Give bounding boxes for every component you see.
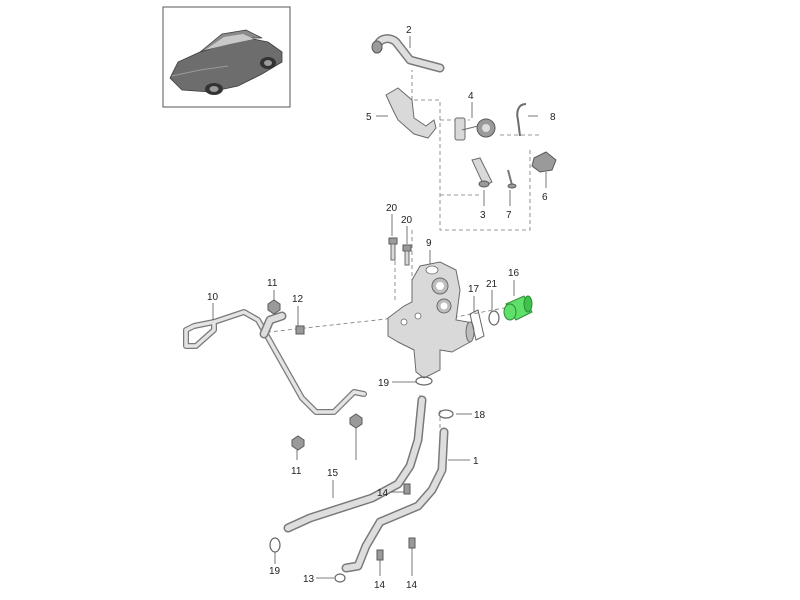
callout-15: 15 bbox=[327, 468, 339, 479]
callout-8: 8 bbox=[550, 112, 556, 123]
callout-19-upper: 19 bbox=[378, 378, 390, 389]
assembly-outline bbox=[259, 70, 540, 430]
part-3-sleeve bbox=[471, 157, 493, 188]
part-21-o-ring bbox=[488, 310, 500, 326]
callout-20-right: 20 bbox=[401, 215, 413, 226]
leader-lines bbox=[212, 36, 547, 579]
callout-17: 17 bbox=[468, 284, 480, 295]
part-11-nuts bbox=[267, 299, 363, 451]
part-2-upper-hose bbox=[371, 34, 445, 73]
callout-labels: 1 2 3 4 5 6 7 8 9 10 11 11 12 13 14 14 1… bbox=[207, 25, 556, 591]
part-20-bolts bbox=[388, 237, 412, 266]
part-7-screw bbox=[507, 169, 517, 189]
callout-9: 9 bbox=[426, 238, 432, 249]
part-8-clip bbox=[516, 103, 527, 137]
callout-11-lower: 11 bbox=[291, 466, 302, 477]
part-18-ring bbox=[438, 409, 454, 419]
car-thumbnail bbox=[162, 6, 291, 108]
callout-3: 3 bbox=[480, 210, 486, 221]
callout-16: 16 bbox=[508, 268, 520, 279]
part-1-lower-pipe bbox=[341, 427, 449, 573]
callout-14-right: 14 bbox=[406, 580, 418, 591]
callout-19-lower: 19 bbox=[269, 566, 281, 577]
callout-12: 12 bbox=[292, 294, 304, 305]
callout-14-middle: 14 bbox=[377, 488, 389, 499]
callout-21: 21 bbox=[486, 279, 498, 290]
part-14-screws bbox=[376, 483, 416, 561]
part-6-connector bbox=[531, 151, 557, 173]
part-13-ring bbox=[334, 573, 346, 583]
part-16-highlighted-cap bbox=[503, 295, 533, 321]
callout-4: 4 bbox=[468, 91, 474, 102]
callout-13: 13 bbox=[303, 574, 315, 585]
part-5-bracket bbox=[385, 87, 437, 139]
callout-11-upper: 11 bbox=[267, 278, 278, 289]
part-17-gasket bbox=[469, 309, 485, 341]
part-9-coolant-housing bbox=[387, 261, 475, 379]
part-10-pipe bbox=[183, 309, 367, 415]
callout-1: 1 bbox=[473, 456, 479, 467]
callout-2: 2 bbox=[406, 25, 412, 36]
callout-7: 7 bbox=[506, 210, 512, 221]
callout-18: 18 bbox=[474, 410, 486, 421]
part-12-elbow-hose bbox=[259, 311, 305, 339]
callout-6: 6 bbox=[542, 192, 548, 203]
callout-20-left: 20 bbox=[386, 203, 398, 214]
callout-14-left: 14 bbox=[374, 580, 386, 591]
part-15-lower-hose bbox=[283, 395, 427, 533]
callout-10: 10 bbox=[207, 292, 219, 303]
callout-5: 5 bbox=[366, 112, 372, 123]
part-4-valve bbox=[454, 117, 496, 141]
